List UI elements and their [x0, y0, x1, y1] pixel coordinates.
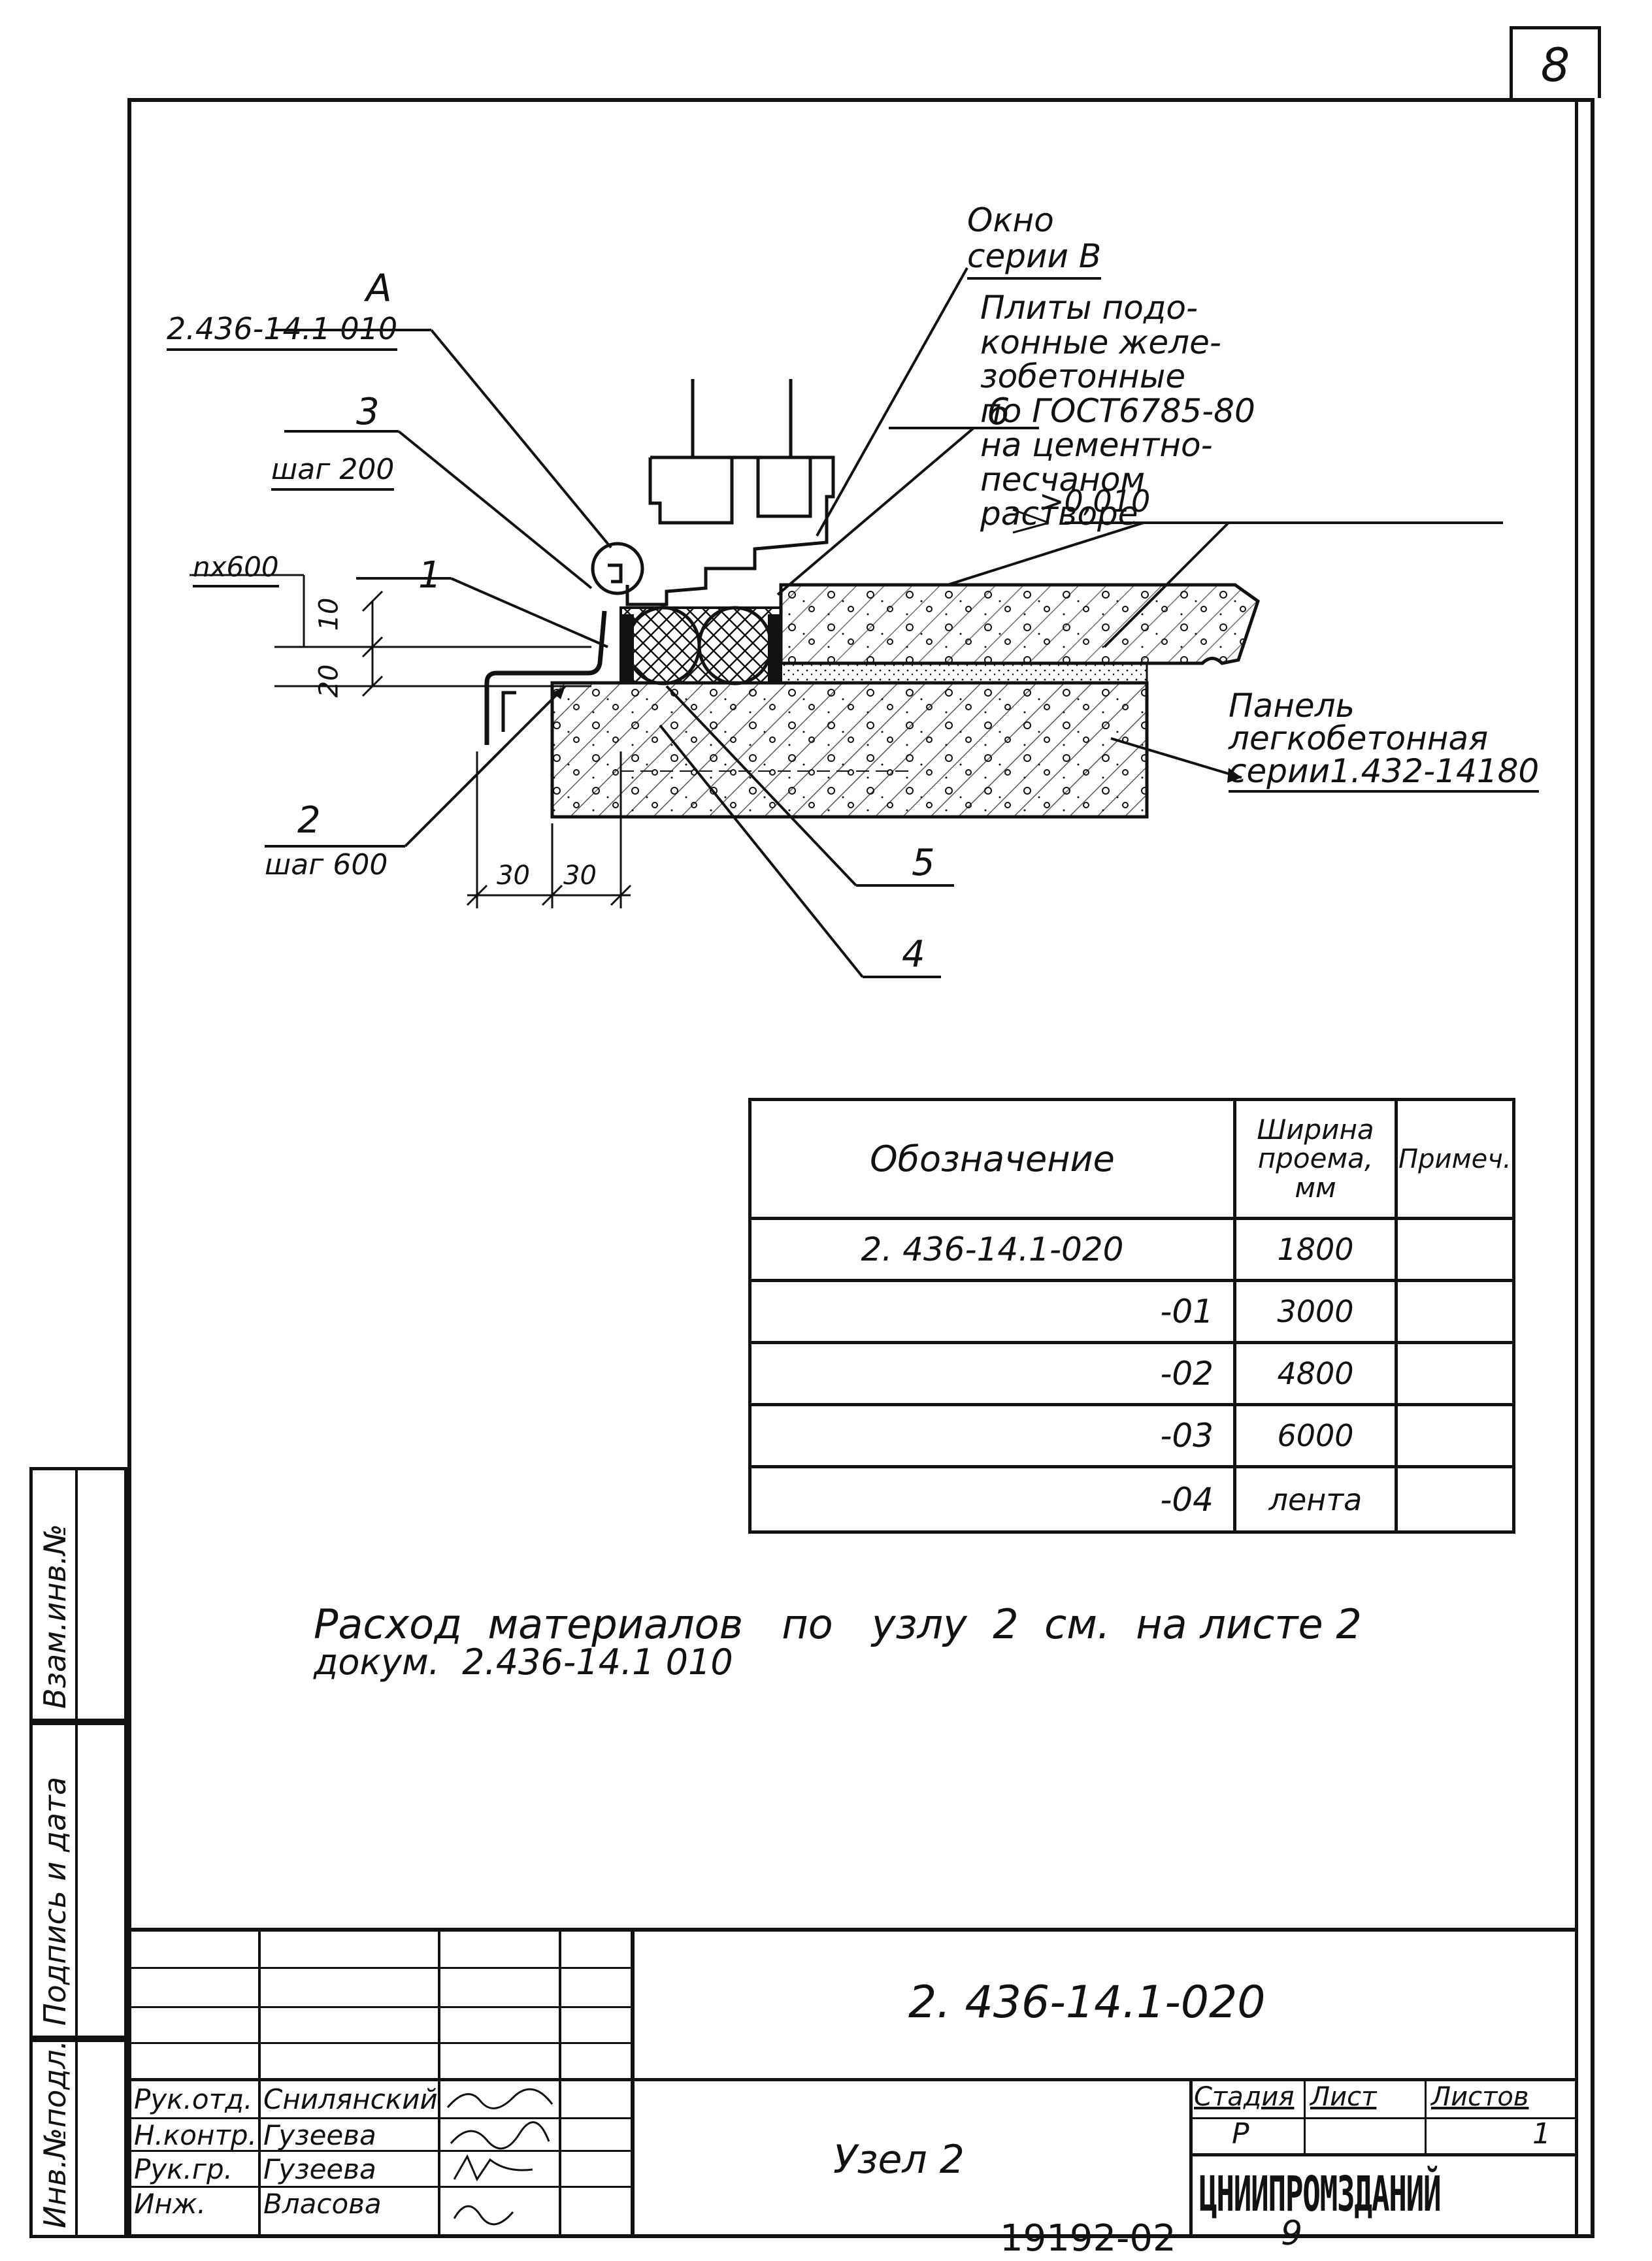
- name-group-head: Гузеева: [263, 2153, 376, 2185]
- dim-30-a: 30: [497, 861, 530, 891]
- slope-label: >0,010: [1039, 484, 1151, 524]
- table-row: -01 3000: [748, 1279, 1515, 1344]
- role-engineer: Инж.: [134, 2188, 206, 2220]
- row-designation: -03: [748, 1403, 1236, 1468]
- name-engineer: Власова: [263, 2188, 382, 2220]
- sheets-value: 1: [1532, 2117, 1551, 2151]
- row-width: 1800: [1233, 1217, 1398, 1282]
- sheets-header: Листов: [1431, 2082, 1529, 2112]
- materials-note: Расход материалов по узлу 2 см. на листе…: [314, 1600, 1362, 1683]
- name-norm-control: Гузеева: [263, 2119, 376, 2151]
- sheet-header: Лист: [1310, 2082, 1377, 2112]
- side-stamp: Взам.инв.№ Подпись и дата Инв.№подл.: [29, 1467, 127, 2238]
- label-pos-5: 5: [912, 842, 935, 884]
- label-node-a-ref: 2.436-14.1 010: [167, 312, 398, 351]
- organization: ЦНИИПРОМЗДАНИЙ: [1199, 2166, 1442, 2222]
- role-group-head: Рук.гр.: [134, 2153, 233, 2185]
- dim-30-b: 30: [563, 861, 597, 891]
- mortar-layer: [780, 662, 1148, 684]
- row-designation: 2. 436-14.1-020: [748, 1217, 1236, 1282]
- dim-10: 10: [314, 597, 344, 631]
- sheet-number: 8: [1510, 26, 1601, 98]
- row-note: [1395, 1465, 1515, 1534]
- row-width: 6000: [1233, 1403, 1398, 1468]
- sill-plate: [779, 583, 1260, 665]
- role-head: Рук.отд.: [134, 2083, 253, 2115]
- label-pos-2-step: шаг 600: [265, 848, 388, 882]
- side-vzam: Взам.инв.№: [37, 1523, 73, 1709]
- spec-table: Обозначение Ширина проема, мм Примеч. 2.…: [748, 1098, 1515, 1534]
- label-pos-3-step: шаг 200: [271, 454, 395, 491]
- name-head: Снилянский: [263, 2083, 438, 2115]
- label-pos-1: 1: [418, 554, 442, 597]
- frame-inner-line: [1575, 98, 1578, 2238]
- stage-value: Р: [1232, 2117, 1249, 2151]
- panel-section: [550, 681, 1149, 819]
- header-note: Примеч.: [1395, 1098, 1515, 1220]
- spec-table-header: Обозначение Ширина проема, мм Примеч.: [748, 1098, 1515, 1220]
- row-width: 3000: [1233, 1279, 1398, 1344]
- row-note: [1395, 1341, 1515, 1406]
- row-note: [1395, 1403, 1515, 1468]
- label-pos-6: 6: [987, 391, 1010, 433]
- header-designation: Обозначение: [748, 1098, 1236, 1220]
- label-pos-3: 3: [356, 391, 380, 433]
- header-width: Ширина проема, мм: [1233, 1098, 1398, 1220]
- label-node-a: А: [366, 266, 392, 310]
- table-row: -02 4800: [748, 1341, 1515, 1406]
- table-row: 2. 436-14.1-020 1800: [748, 1217, 1515, 1282]
- seal-gaskets: [620, 606, 782, 685]
- label-pos-2: 2: [297, 799, 321, 842]
- archive-number: 19192-02: [1000, 2217, 1176, 2260]
- row-width: лента: [1233, 1465, 1398, 1534]
- stage-header: Стадия: [1194, 2082, 1295, 2112]
- side-inv-podl: Инв.№подл.: [37, 2039, 73, 2228]
- role-norm-control: Н.контр.: [134, 2119, 257, 2151]
- drawing-frame: [127, 98, 1594, 2238]
- dim-20: 20: [314, 664, 344, 698]
- window-frame: [591, 379, 835, 606]
- dimension-lines: [190, 508, 1049, 908]
- label-sill-plates: Плиты подо- конные желе- зобетонные по Г…: [980, 289, 1255, 533]
- drawing-title: Узел 2: [833, 2137, 965, 2183]
- label-panel: Панель легкобетонная серии1.432-14180: [1229, 689, 1540, 793]
- doc-code: 2. 436-14.1-020: [908, 1977, 1266, 2028]
- page-number: 9: [1281, 2214, 1303, 2253]
- table-row: -04 лента: [748, 1465, 1515, 1534]
- row-designation: -02: [748, 1341, 1236, 1406]
- flashing: [484, 610, 607, 745]
- label-nx600: nх600: [193, 552, 279, 588]
- signatures: [446, 2088, 553, 2226]
- row-note: [1395, 1279, 1515, 1344]
- label-pos-4: 4: [902, 933, 925, 976]
- row-designation: -01: [748, 1279, 1236, 1344]
- side-podp-data: Подпись и дата: [37, 1776, 73, 2026]
- leader-lines: [265, 267, 1503, 978]
- row-note: [1395, 1217, 1515, 1282]
- label-window: Окно серии В: [967, 203, 1102, 280]
- row-designation: -04: [748, 1465, 1236, 1534]
- title-block: 2. 436-14.1-020 Узел 2 Рук.отд. Н.контр.…: [127, 1928, 1594, 2238]
- row-width: 4800: [1233, 1341, 1398, 1406]
- table-row: -03 6000: [748, 1403, 1515, 1468]
